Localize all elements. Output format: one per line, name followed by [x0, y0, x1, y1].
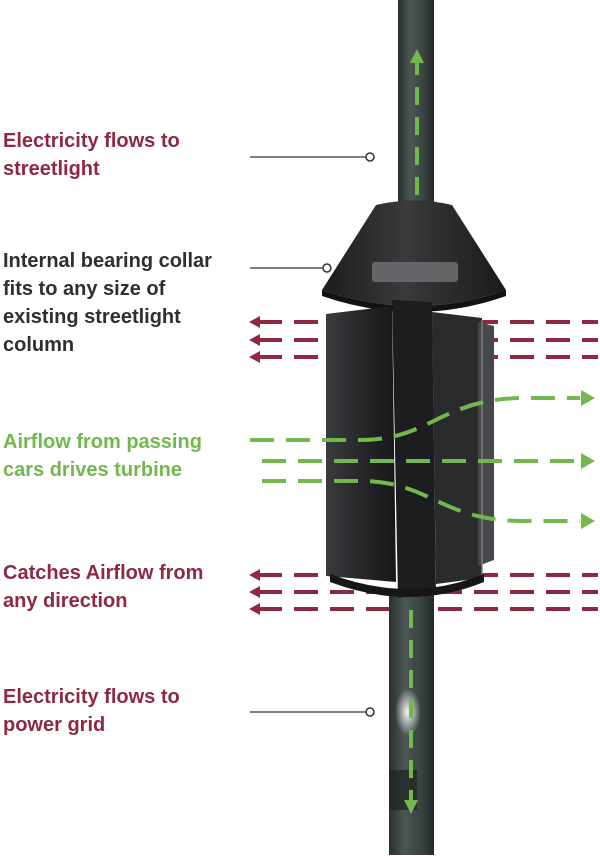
leader-dot-streetlight [365, 152, 375, 162]
dashed-arrow-right-icon [581, 453, 595, 469]
dashed-arrow-left-icon [249, 569, 260, 581]
label-bearing-collar: Internal bearing collar fits to any size… [3, 250, 212, 356]
label-airflow-cars: Airflow from passing cars drives turbine [3, 431, 202, 481]
dashed-arrow-vertical-icon [410, 49, 424, 63]
airflow-out-dash-line [262, 479, 580, 523]
dashed-arrow-right-icon [581, 390, 595, 406]
label-catches-airflow: Catches Airflow from any direction [3, 562, 204, 612]
turbine-base [330, 574, 484, 597]
blade-right [432, 312, 482, 584]
label-electricity-streetlight: Electricity flows to streetlight [3, 130, 180, 180]
leader-dot-grid [365, 707, 375, 717]
airflow-out-dash-line [250, 396, 580, 442]
blade-center [392, 300, 436, 598]
dashed-arrow-vertical-icon [404, 800, 418, 814]
blade-far-right [478, 322, 494, 566]
airflow-out-arrows [250, 49, 595, 814]
turbine-blades [326, 300, 494, 598]
leader-dot-collar [322, 263, 332, 273]
dashed-arrow-left-icon [249, 316, 260, 328]
dashed-arrow-left-icon [249, 603, 260, 615]
leader-lines [250, 152, 375, 717]
bearing-collar [322, 200, 506, 306]
collar-rim [322, 290, 506, 312]
dashed-arrow-left-icon [249, 351, 260, 363]
dashed-arrow-left-icon [249, 586, 260, 598]
blade-left [326, 306, 396, 582]
dashed-arrow-left-icon [249, 334, 260, 346]
pole-glow [395, 688, 421, 736]
collar-bearing-band [372, 262, 458, 282]
label-electricity-grid: Electricity flows to power grid [3, 686, 180, 736]
dashed-arrow-right-icon [581, 513, 595, 529]
airflow-in-arrows [249, 316, 598, 615]
